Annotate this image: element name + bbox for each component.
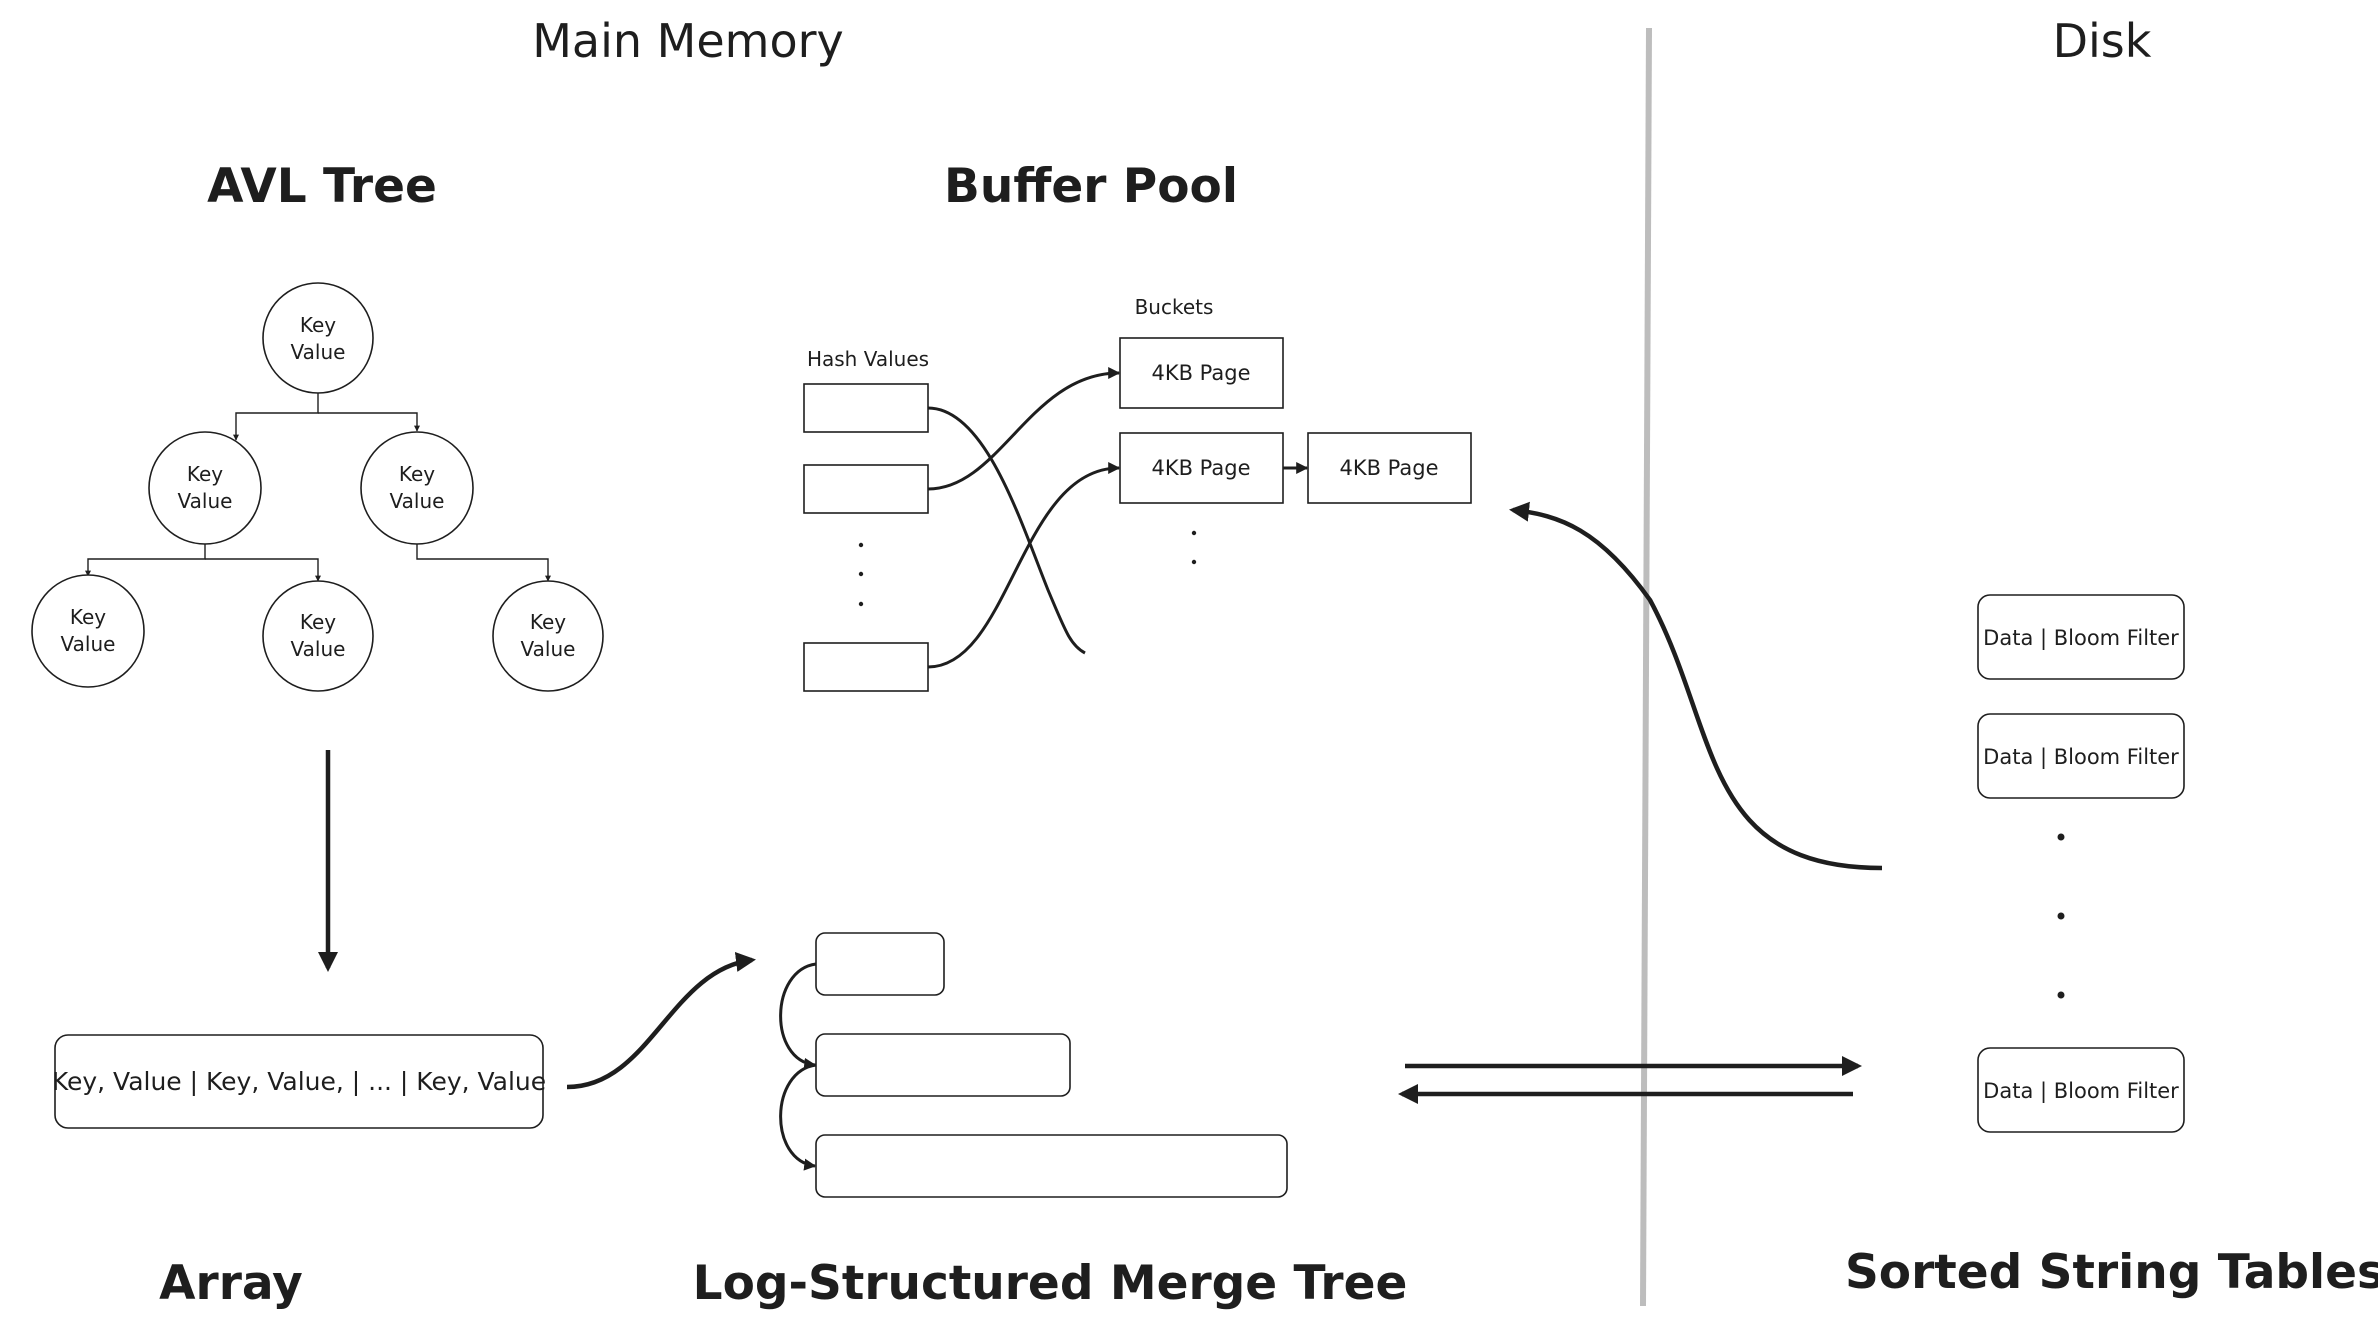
buffer-pool: Hash Values Buckets 4KB Page 4KB Page 4K… [803,295,1472,692]
sstable-label: Data | Bloom Filter [1983,626,2179,651]
avl-node-value: Value [291,637,346,661]
lsm-level [815,1033,1071,1097]
avl-node: Key Value [262,580,374,692]
disk-to-buffer-pool-arrow [1509,501,1883,871]
bucket-page: 4KB Page [1119,432,1284,504]
hash-mapping-curve [927,367,1121,491]
sstable-ellipsis [2057,833,2065,999]
hash-mapping-curve [927,406,1086,655]
page-label: 4KB Page [1151,456,1250,480]
bucket-page: 4KB Page [1307,432,1472,504]
hash-slot [803,642,929,692]
array: Key, Value | Key, Value, | ... | Key, Va… [52,1034,546,1129]
avl-node-key: Key [300,313,336,337]
bucket-ellipsis [1191,530,1197,565]
avl-edge [205,558,321,582]
sstable-entry: Data | Bloom Filter [1977,1047,2185,1133]
sstable-label: Data | Bloom Filter [1983,745,2179,770]
sstables: Data | Bloom Filter Data | Bloom Filter … [1977,594,2185,1133]
array-title: Array [159,1256,303,1311]
avl-node: Key Value [360,431,474,545]
avl-node-key: Key [70,605,106,629]
page-label: 4KB Page [1339,456,1438,480]
avl-tree-title: AVL Tree [207,159,437,214]
lsm-level [815,932,945,996]
avl-node: Key Value [31,574,145,688]
avl-tree: Key Value Key Value Key Value Key Value … [31,282,604,692]
array-to-lsm-arrow [566,952,756,1090]
lsm-merge-arrow [779,1063,817,1171]
array-box [54,1034,544,1129]
disk-heading: Disk [2053,14,2152,68]
avl-node-key: Key [300,610,336,634]
array-content: Key, Value | Key, Value, | ... | Key, Va… [52,1067,546,1096]
avl-node-value: Value [61,632,116,656]
page-label: 4KB Page [1151,361,1250,385]
avl-node-key: Key [530,610,566,634]
avl-edge [85,544,206,577]
avl-node-key: Key [399,462,435,486]
avl-node: Key Value [148,431,262,545]
hash-slot [803,464,929,514]
lsm-merge-arrow [779,962,817,1070]
avl-node: Key Value [492,580,604,692]
buckets-label: Buckets [1135,295,1214,319]
sstable-label: Data | Bloom Filter [1983,1079,2179,1104]
hash-slot [803,383,929,433]
avl-node-value: Value [291,340,346,364]
sstable-entry: Data | Bloom Filter [1977,713,2185,799]
avl-node-value: Value [178,489,233,513]
lsm-level [815,1134,1288,1198]
memory-disk-divider [1640,27,1652,1307]
hash-values-label: Hash Values [807,347,929,371]
avl-edge [233,393,319,441]
main-memory-heading: Main Memory [532,14,844,68]
hash-slot-ellipsis [858,542,864,607]
lsm-tree-title: Log-Structured Merge Tree [693,1256,1408,1311]
sstable-entry: Data | Bloom Filter [1977,594,2185,680]
avl-edge [318,412,420,432]
avl-node-value: Value [390,489,445,513]
avl-node: Key Value [262,282,374,394]
buffer-pool-title: Buffer Pool [944,159,1238,214]
avl-node-key: Key [187,462,223,486]
hash-mapping-curve [927,462,1121,669]
avl-node-value: Value [521,637,576,661]
avl-edge [416,544,551,582]
lsm-tree [779,932,1288,1198]
bucket-page: 4KB Page [1119,337,1284,409]
sstables-title: Sorted String Tables [1845,1245,2378,1300]
